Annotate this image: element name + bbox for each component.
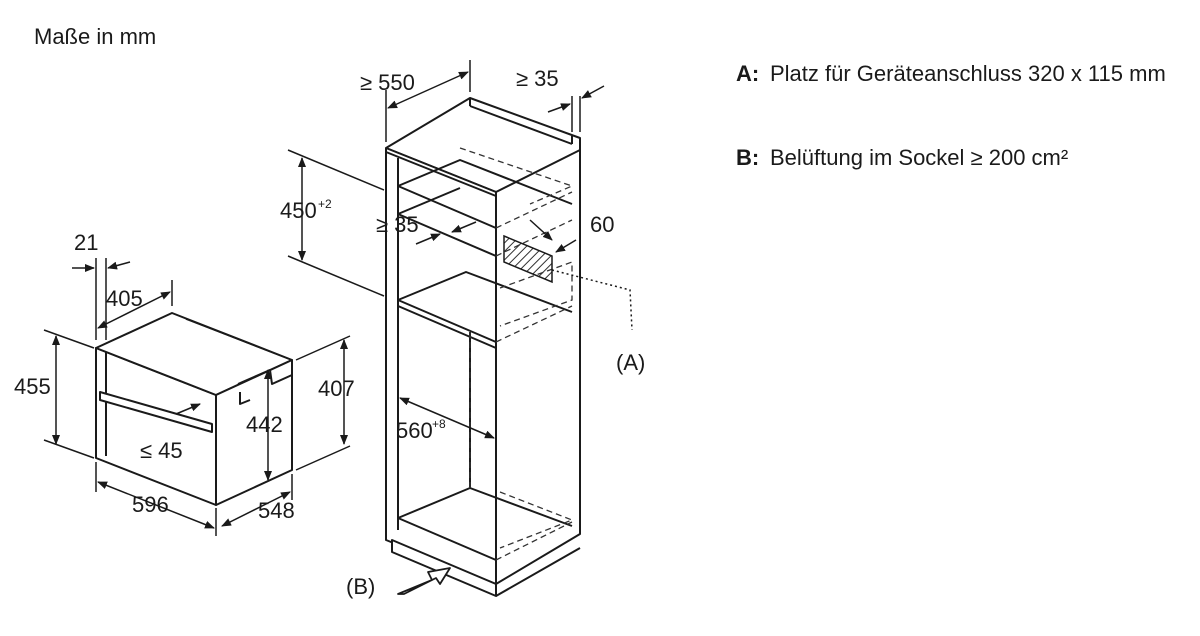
legend-key-a: A: [736,61,760,86]
dim-596: 596 [132,492,169,517]
cabinet-hidden-lines [459,147,574,561]
dim-455: 455 [14,374,51,399]
legend-text-b: Belüftung im Sockel ≥ 200 cm² [770,145,1069,170]
dim-560-tolerance: +8 [432,417,446,431]
legend-key-b: B: [736,145,760,170]
dim-405: 405 [106,286,143,311]
cabinet-drawing [385,97,581,597]
legend-item-a: A: Platz für Geräteanschluss 320 x 115 mm [736,60,1190,87]
dim-min35-mid: ≥ 35 [376,212,419,237]
dim-60: 60 [590,212,614,237]
dim-548: 548 [258,498,295,523]
connection-area-a [503,234,553,284]
legend-text-a: Platz für Geräteanschluss 320 x 115 mm [770,61,1166,86]
marker-a: (A) [616,350,645,375]
units-title: Maße in mm [34,24,157,49]
dim-min550: ≥ 550 [360,70,415,95]
airflow-arrow-b [397,567,451,595]
dim-21: 21 [74,230,98,255]
dim-407: 407 [318,376,355,401]
dim-450-tolerance: +2 [318,197,332,211]
connection-leader [551,269,633,331]
cabinet-dimension-lines [287,60,605,439]
legend-item-b: B: Belüftung im Sockel ≥ 200 cm² [736,144,1190,171]
dim-min35-top: ≥ 35 [516,66,559,91]
dim-max45: ≤ 45 [140,438,183,463]
appliance-dimension-lines [43,258,351,536]
appliance-drawing [95,312,293,506]
marker-b: (B) [346,574,375,599]
dim-442: 442 [246,412,283,437]
dim-560: 560 [396,418,433,443]
dim-450: 450 [280,198,317,223]
